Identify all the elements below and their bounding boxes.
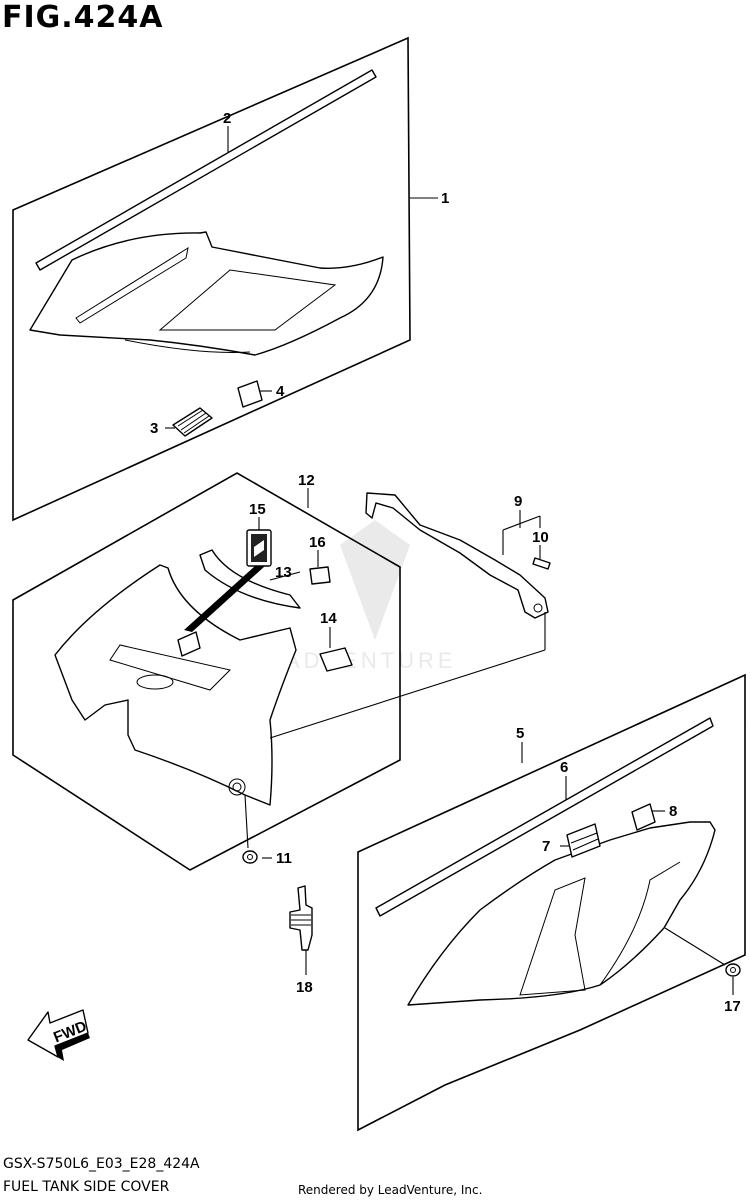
callout-16: 16 bbox=[309, 534, 326, 551]
callout-15: 15 bbox=[249, 501, 266, 518]
callout-6: 6 bbox=[560, 759, 568, 776]
part-4-pad bbox=[237, 380, 263, 408]
callout-2: 2 bbox=[223, 110, 231, 127]
callout-5: 5 bbox=[516, 725, 524, 742]
part-13-strip bbox=[199, 549, 301, 609]
callout-3: 3 bbox=[150, 420, 158, 437]
assembly-box-1 bbox=[12, 36, 411, 522]
callout-8: 8 bbox=[669, 803, 677, 820]
callout-13: 13 bbox=[275, 564, 292, 581]
part-18-holder bbox=[289, 885, 313, 951]
part-3-fastener-pad bbox=[172, 407, 213, 437]
callout-14: 14 bbox=[320, 610, 337, 627]
part-10-pin bbox=[532, 557, 551, 570]
part-15-patch bbox=[177, 631, 201, 657]
callout-10: 10 bbox=[532, 529, 549, 546]
part-11-clip bbox=[242, 850, 258, 864]
part-12-inner-cover bbox=[54, 564, 297, 806]
callout-11: 11 bbox=[276, 850, 292, 867]
assembly-box-12 bbox=[12, 472, 401, 871]
figure-title: FIG.424A bbox=[2, 0, 164, 35]
part-14-pad bbox=[319, 647, 353, 672]
callout-4: 4 bbox=[276, 383, 285, 400]
callout-17: 17 bbox=[724, 998, 741, 1015]
part-17-clip bbox=[725, 963, 741, 977]
diagram-code: GSX-S750L6_E03_E28_424A bbox=[3, 1156, 200, 1172]
callout-12: 12 bbox=[298, 472, 315, 489]
fwd-arrow-icon: FWD bbox=[27, 1009, 90, 1061]
part-15-emblem bbox=[246, 529, 272, 567]
part-9-bracket bbox=[365, 492, 549, 619]
callout-18: 18 bbox=[296, 979, 313, 996]
part-2-trim-strip bbox=[35, 69, 377, 271]
callout-9: 9 bbox=[514, 493, 522, 510]
assembly-box-5 bbox=[357, 673, 746, 1132]
part-6-trim-strip bbox=[375, 717, 714, 917]
part-5-side-cover bbox=[407, 821, 716, 1006]
part-7-fastener-pad bbox=[566, 823, 601, 858]
render-credit: Rendered by LeadVenture, Inc. bbox=[298, 1183, 483, 1197]
part-1-side-cover bbox=[29, 231, 384, 356]
callout-1: 1 bbox=[441, 190, 449, 207]
callout-7: 7 bbox=[542, 838, 550, 855]
part-8-pad bbox=[631, 803, 656, 831]
part-16-pad bbox=[309, 566, 331, 585]
diagram-name: FUEL TANK SIDE COVER bbox=[3, 1179, 170, 1195]
